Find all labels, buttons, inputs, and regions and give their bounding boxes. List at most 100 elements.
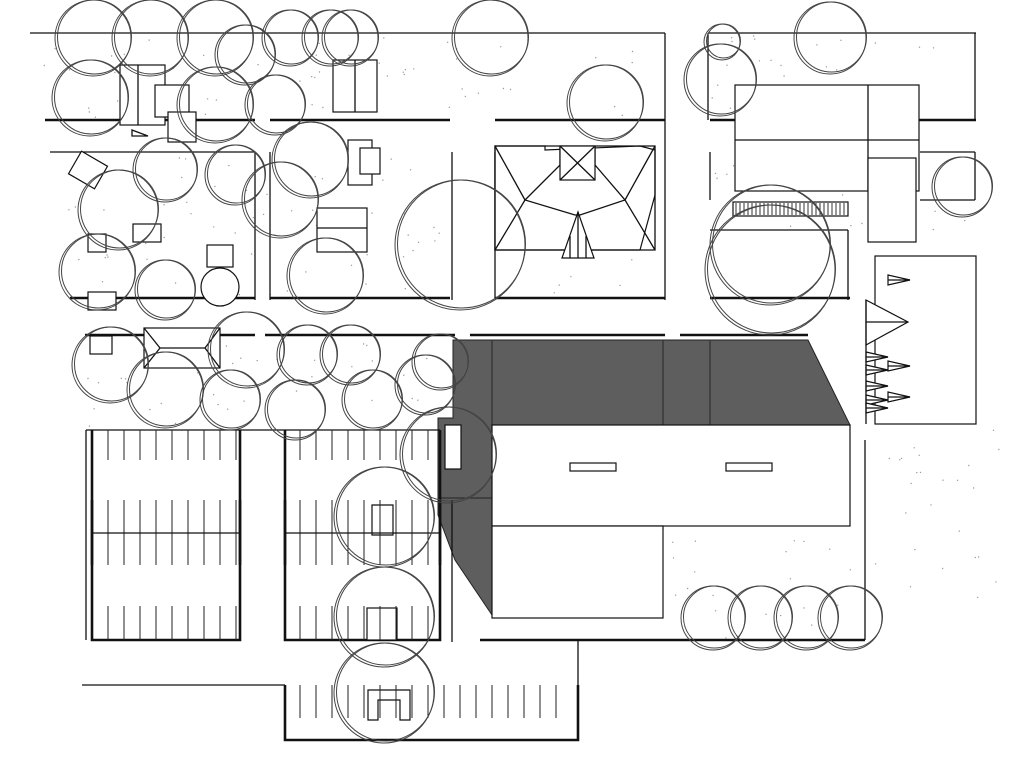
- tree-canopy: [704, 204, 836, 336]
- stipple-dot: [477, 92, 480, 94]
- stipple-dot: [110, 55, 113, 57]
- stipple-dot: [570, 276, 572, 278]
- commercial-building-top-right: [732, 84, 920, 243]
- stipple-dot: [390, 158, 392, 160]
- stipple-dot: [291, 210, 293, 212]
- stipple-dot: [148, 39, 150, 41]
- tree-canopy: [134, 259, 196, 321]
- stipple-dot: [438, 232, 440, 234]
- stipple-dot: [631, 259, 633, 261]
- stipple-dot: [404, 69, 407, 71]
- house-c: [316, 207, 368, 253]
- stipple-dot: [371, 360, 374, 362]
- stipple-dot: [124, 378, 127, 380]
- stipple-dot: [725, 637, 727, 639]
- stipple-dot: [888, 457, 890, 460]
- stipple-dot: [206, 98, 209, 100]
- stipple-dot: [266, 193, 268, 195]
- tree-canopy: [126, 351, 204, 429]
- stipple-dot: [226, 408, 229, 410]
- stipple-dot: [752, 35, 755, 37]
- stipple-dot: [214, 185, 216, 188]
- stipple-dot: [595, 57, 597, 59]
- stipple-dot: [204, 113, 207, 116]
- stipple-dot: [613, 105, 616, 108]
- stipple-dot: [366, 344, 368, 347]
- tree-canopy: [271, 121, 349, 199]
- stipple-dot: [413, 68, 415, 70]
- stipple-dot: [257, 63, 259, 66]
- stipple-dot: [621, 114, 623, 117]
- stipple-dot: [919, 471, 922, 474]
- stipple-dot: [146, 258, 148, 260]
- stipple-dot: [402, 71, 404, 73]
- tree-canopy: [51, 59, 129, 137]
- tree-canopy: [773, 585, 839, 651]
- tree-canopies: [51, 0, 993, 744]
- stipple-dot: [825, 66, 828, 68]
- stipple-dot: [212, 394, 215, 396]
- tree-canopy: [411, 333, 469, 391]
- stipple-dot: [417, 399, 419, 401]
- tree-canopy: [727, 585, 793, 651]
- tree-canopy: [214, 24, 276, 86]
- stipple-dot: [123, 53, 126, 56]
- tree-canopy: [71, 326, 149, 404]
- tree-canopy: [199, 369, 261, 431]
- stipple-dot: [837, 604, 839, 606]
- stipple-dot: [256, 359, 258, 362]
- stipple-dot: [910, 482, 912, 485]
- stipple-dot: [351, 366, 353, 368]
- stipple-dot: [350, 264, 353, 266]
- tree-canopy: [319, 324, 381, 386]
- stipple-dot: [918, 46, 921, 48]
- stipple-dot: [262, 213, 265, 216]
- stipple-dot: [409, 169, 412, 171]
- stipple-dot: [97, 382, 100, 384]
- stipple-dot: [934, 210, 936, 212]
- stipple-dot: [446, 41, 449, 43]
- tree-canopy: [176, 0, 254, 77]
- tree-canopy: [286, 237, 364, 315]
- stipple-dot: [783, 75, 785, 77]
- tree-canopy: [399, 406, 497, 504]
- stipple-dot: [186, 201, 188, 203]
- parking-lot: [82, 429, 580, 742]
- stipple-dot: [732, 165, 735, 167]
- tree-canopy: [264, 379, 326, 441]
- stipple-dot: [386, 75, 389, 77]
- stipple-dot: [942, 479, 944, 481]
- stipple-dot: [286, 290, 289, 292]
- stipple-dot: [811, 624, 813, 626]
- stipple-dot: [101, 281, 104, 283]
- stipple-dot: [104, 257, 107, 259]
- stipple-dot: [149, 408, 151, 411]
- tree-canopy: [241, 161, 319, 239]
- stipple-dot: [228, 164, 230, 167]
- tree-canopy: [58, 233, 136, 311]
- stipple-dot: [318, 71, 321, 73]
- tree-canopy: [566, 64, 644, 142]
- stipple-dot: [686, 587, 689, 590]
- stipple-dot: [74, 206, 77, 208]
- stipple-dot: [160, 402, 162, 405]
- stipple-dot: [371, 212, 373, 214]
- stipple-dot: [371, 399, 373, 402]
- stipple-dot: [930, 504, 932, 506]
- tree-canopy: [931, 156, 993, 218]
- tree-canopy: [333, 642, 435, 744]
- stipple-dot: [711, 97, 713, 99]
- stipple-dot: [433, 226, 435, 229]
- tree-canopy: [176, 66, 254, 144]
- stipple-dot: [250, 253, 253, 255]
- stipple-dot: [840, 39, 842, 41]
- tree-canopy: [793, 1, 867, 75]
- stipple-dot: [114, 71, 116, 74]
- stipple-dot: [314, 76, 316, 79]
- stipple-dot: [829, 548, 831, 550]
- stipple-dot: [974, 556, 976, 559]
- stipple-dot: [631, 50, 634, 53]
- stipple-dot: [305, 271, 307, 273]
- stipple-dot: [977, 556, 980, 558]
- stipple-dot: [88, 425, 91, 427]
